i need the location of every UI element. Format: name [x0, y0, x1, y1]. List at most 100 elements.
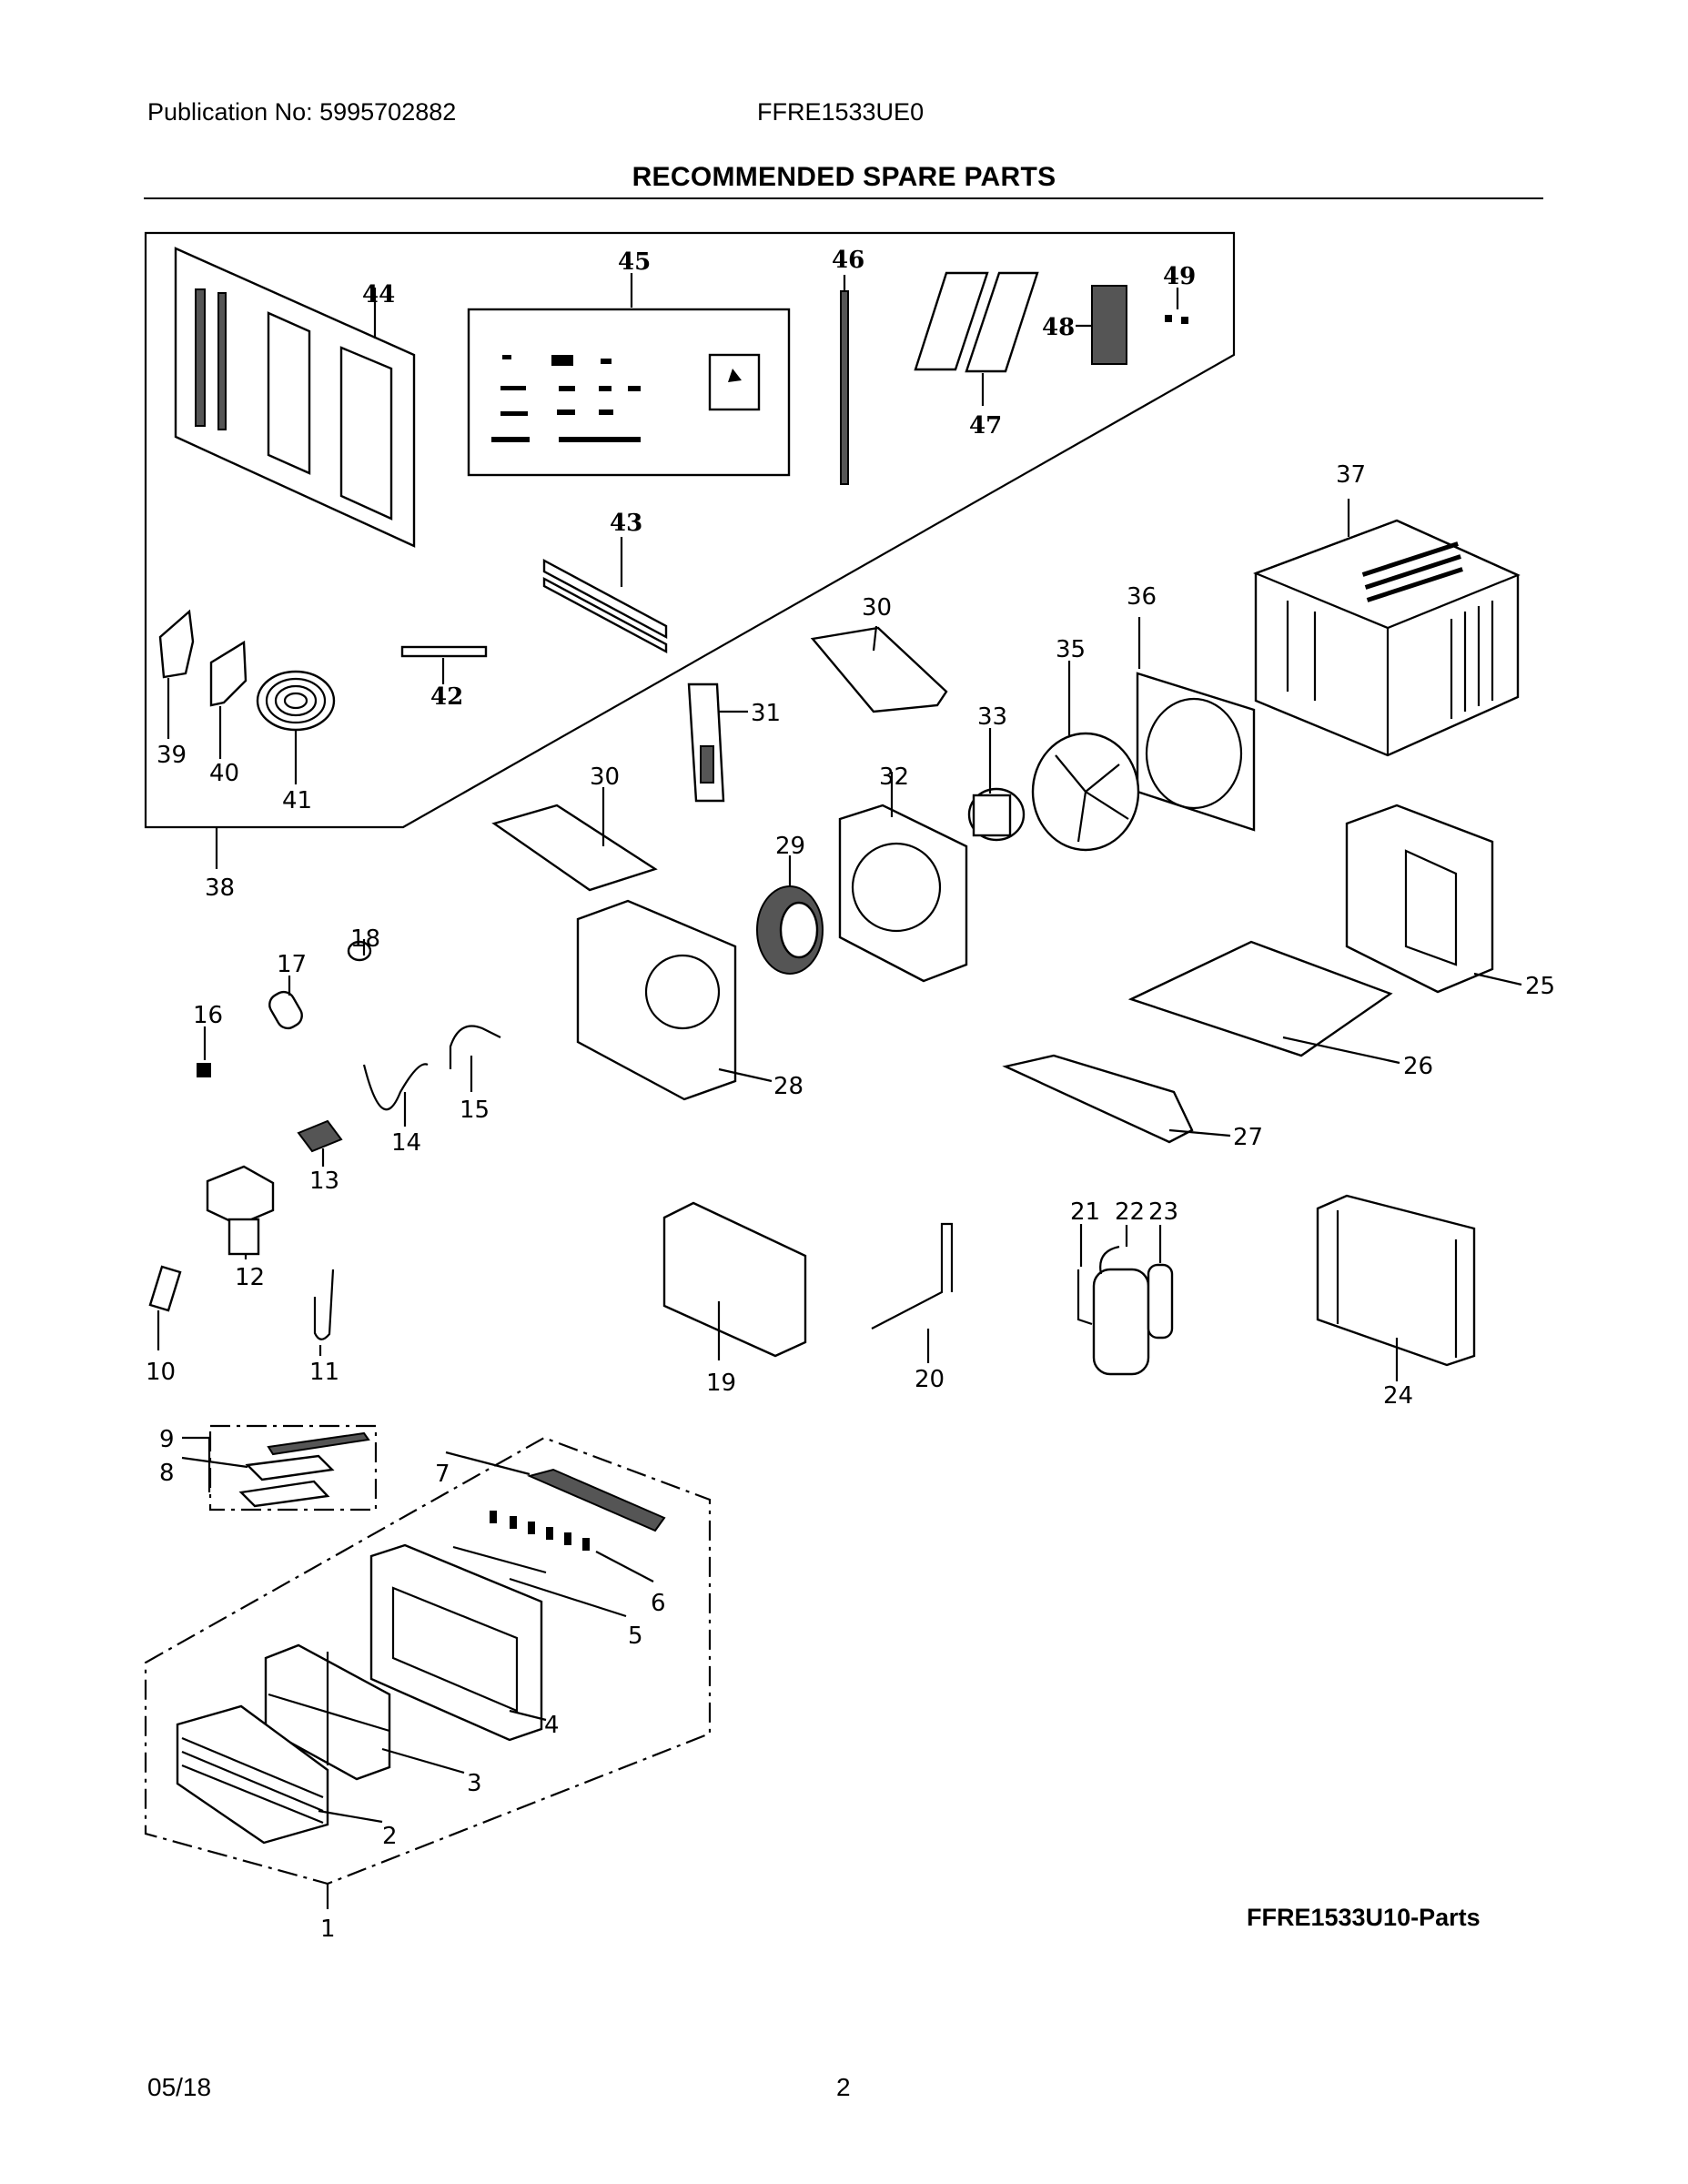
part-label: 19 — [706, 1370, 736, 1397]
part-43-top-rail — [542, 537, 668, 654]
part-label: 44 — [362, 281, 395, 308]
part-label: 9 — [159, 1426, 175, 1453]
part-40-bracket — [209, 640, 248, 759]
part-3-filter — [264, 1643, 465, 1781]
model-number: FFRE1533UE0 — [757, 98, 925, 126]
part-7-louver-assembly — [445, 1451, 666, 1532]
footer-date: 05/18 — [147, 2073, 212, 2101]
header-rule — [144, 197, 1543, 199]
part-29-blower-wheel — [756, 855, 824, 975]
part-label: 18 — [350, 925, 380, 953]
publication-number: Publication No: 5995702882 — [147, 98, 457, 126]
part-44-side-curtains — [174, 247, 416, 548]
part-49-clips — [1165, 288, 1188, 324]
part-28-evaporator-bracket — [576, 899, 773, 1101]
part-label: 11 — [309, 1359, 339, 1386]
part-label: 21 — [1070, 1198, 1100, 1226]
part-45-hardware-bag — [467, 273, 791, 477]
part-33-fan-motor — [967, 728, 1026, 842]
part-label: 37 — [1336, 461, 1366, 489]
part-30-air-guide-upper — [810, 625, 948, 713]
part-label: 40 — [209, 760, 239, 787]
front-panel-kit-outline — [144, 1436, 712, 1886]
part-label: 33 — [977, 703, 1007, 731]
part-4-front-panel — [369, 1543, 547, 1742]
part-30-air-guide-lower — [491, 787, 658, 892]
part-label: 6 — [651, 1590, 666, 1617]
part-12-control-box — [206, 1165, 275, 1259]
part-46-seal-strip — [840, 275, 849, 485]
part-label: 27 — [1233, 1124, 1263, 1151]
part-label: 5 — [628, 1623, 643, 1650]
part-26-base-pan — [1127, 940, 1400, 1065]
part-label: 13 — [309, 1168, 339, 1195]
part-18-cap-clamp — [347, 939, 372, 962]
part-label: 48 — [1042, 314, 1075, 341]
part-label: 1 — [320, 1916, 336, 1943]
part-label: 12 — [235, 1264, 265, 1291]
part-label: 2 — [382, 1823, 398, 1850]
part-23-accumulator — [1147, 1225, 1174, 1340]
part-label: 25 — [1525, 973, 1555, 1000]
part-21-tubing — [1076, 1224, 1093, 1326]
part-label: 32 — [879, 763, 909, 791]
part-25-partition — [1345, 804, 1522, 994]
part-label: 30 — [590, 763, 620, 791]
part-label: 26 — [1403, 1053, 1433, 1080]
part-label: 15 — [460, 1097, 490, 1124]
part-label: 47 — [969, 412, 1002, 440]
part-label: 38 — [205, 875, 235, 902]
accessory-kit-outline — [144, 231, 1236, 829]
part-label: 39 — [157, 742, 187, 769]
part-32-blower-housing — [838, 772, 968, 983]
part-label: 45 — [618, 248, 651, 276]
part-label: 43 — [610, 510, 642, 537]
part-5-link-bar — [452, 1545, 627, 1618]
part-label: 29 — [775, 833, 805, 860]
part-label: 23 — [1148, 1198, 1178, 1226]
part-37-cabinet — [1252, 499, 1521, 757]
part-36-shroud — [1136, 617, 1256, 832]
part-17-capacitor — [268, 976, 303, 1030]
part-42-sash-seal — [400, 645, 488, 684]
part-label: 31 — [751, 700, 781, 727]
part-label: 3 — [467, 1770, 482, 1797]
parts-8-9-louver-kit — [181, 1424, 378, 1512]
part-48-foam-seals — [1076, 285, 1127, 365]
part-19-evaporator-coil — [662, 1201, 807, 1360]
part-6-louver-pins — [490, 1511, 654, 1582]
part-label: 10 — [146, 1359, 176, 1386]
part-15-sensor — [449, 1025, 501, 1092]
part-11-drain-hose — [313, 1269, 335, 1356]
part-14-wire — [362, 1063, 429, 1127]
part-label: 35 — [1056, 636, 1086, 663]
part-label: 8 — [159, 1460, 175, 1487]
part-label: 36 — [1127, 583, 1157, 611]
part-35-condenser-fan-blade — [1031, 661, 1140, 852]
part-24-condenser-coil — [1316, 1194, 1476, 1381]
part-label: 17 — [277, 951, 307, 978]
part-label: 41 — [282, 787, 312, 814]
diagram-reference-code: FFRE1533U10-Parts — [1247, 1904, 1481, 1931]
part-22-compressor — [1092, 1225, 1150, 1376]
part-label: 49 — [1163, 263, 1196, 290]
part-10-remote-control — [148, 1265, 182, 1350]
part-label: 16 — [193, 1002, 223, 1029]
part-label: 22 — [1115, 1198, 1145, 1226]
part-label: 14 — [391, 1129, 421, 1157]
part-label: 24 — [1383, 1382, 1413, 1410]
part-13-control-board — [297, 1119, 343, 1167]
part-39-bracket — [158, 609, 195, 739]
part-16-thermistor-clip — [197, 1026, 211, 1077]
part-label: 4 — [544, 1712, 560, 1739]
part-27-drain-pan — [1002, 1054, 1231, 1144]
page-number: 2 — [836, 2073, 851, 2101]
part-label: 20 — [915, 1366, 945, 1393]
part-label: 28 — [773, 1073, 804, 1100]
part-label: 46 — [832, 247, 864, 274]
part-label: 42 — [430, 683, 463, 711]
part-label: 7 — [435, 1461, 450, 1488]
page-title: RECOMMENDED SPARE PARTS — [632, 162, 1056, 192]
part-2-front-grille — [176, 1704, 383, 1845]
